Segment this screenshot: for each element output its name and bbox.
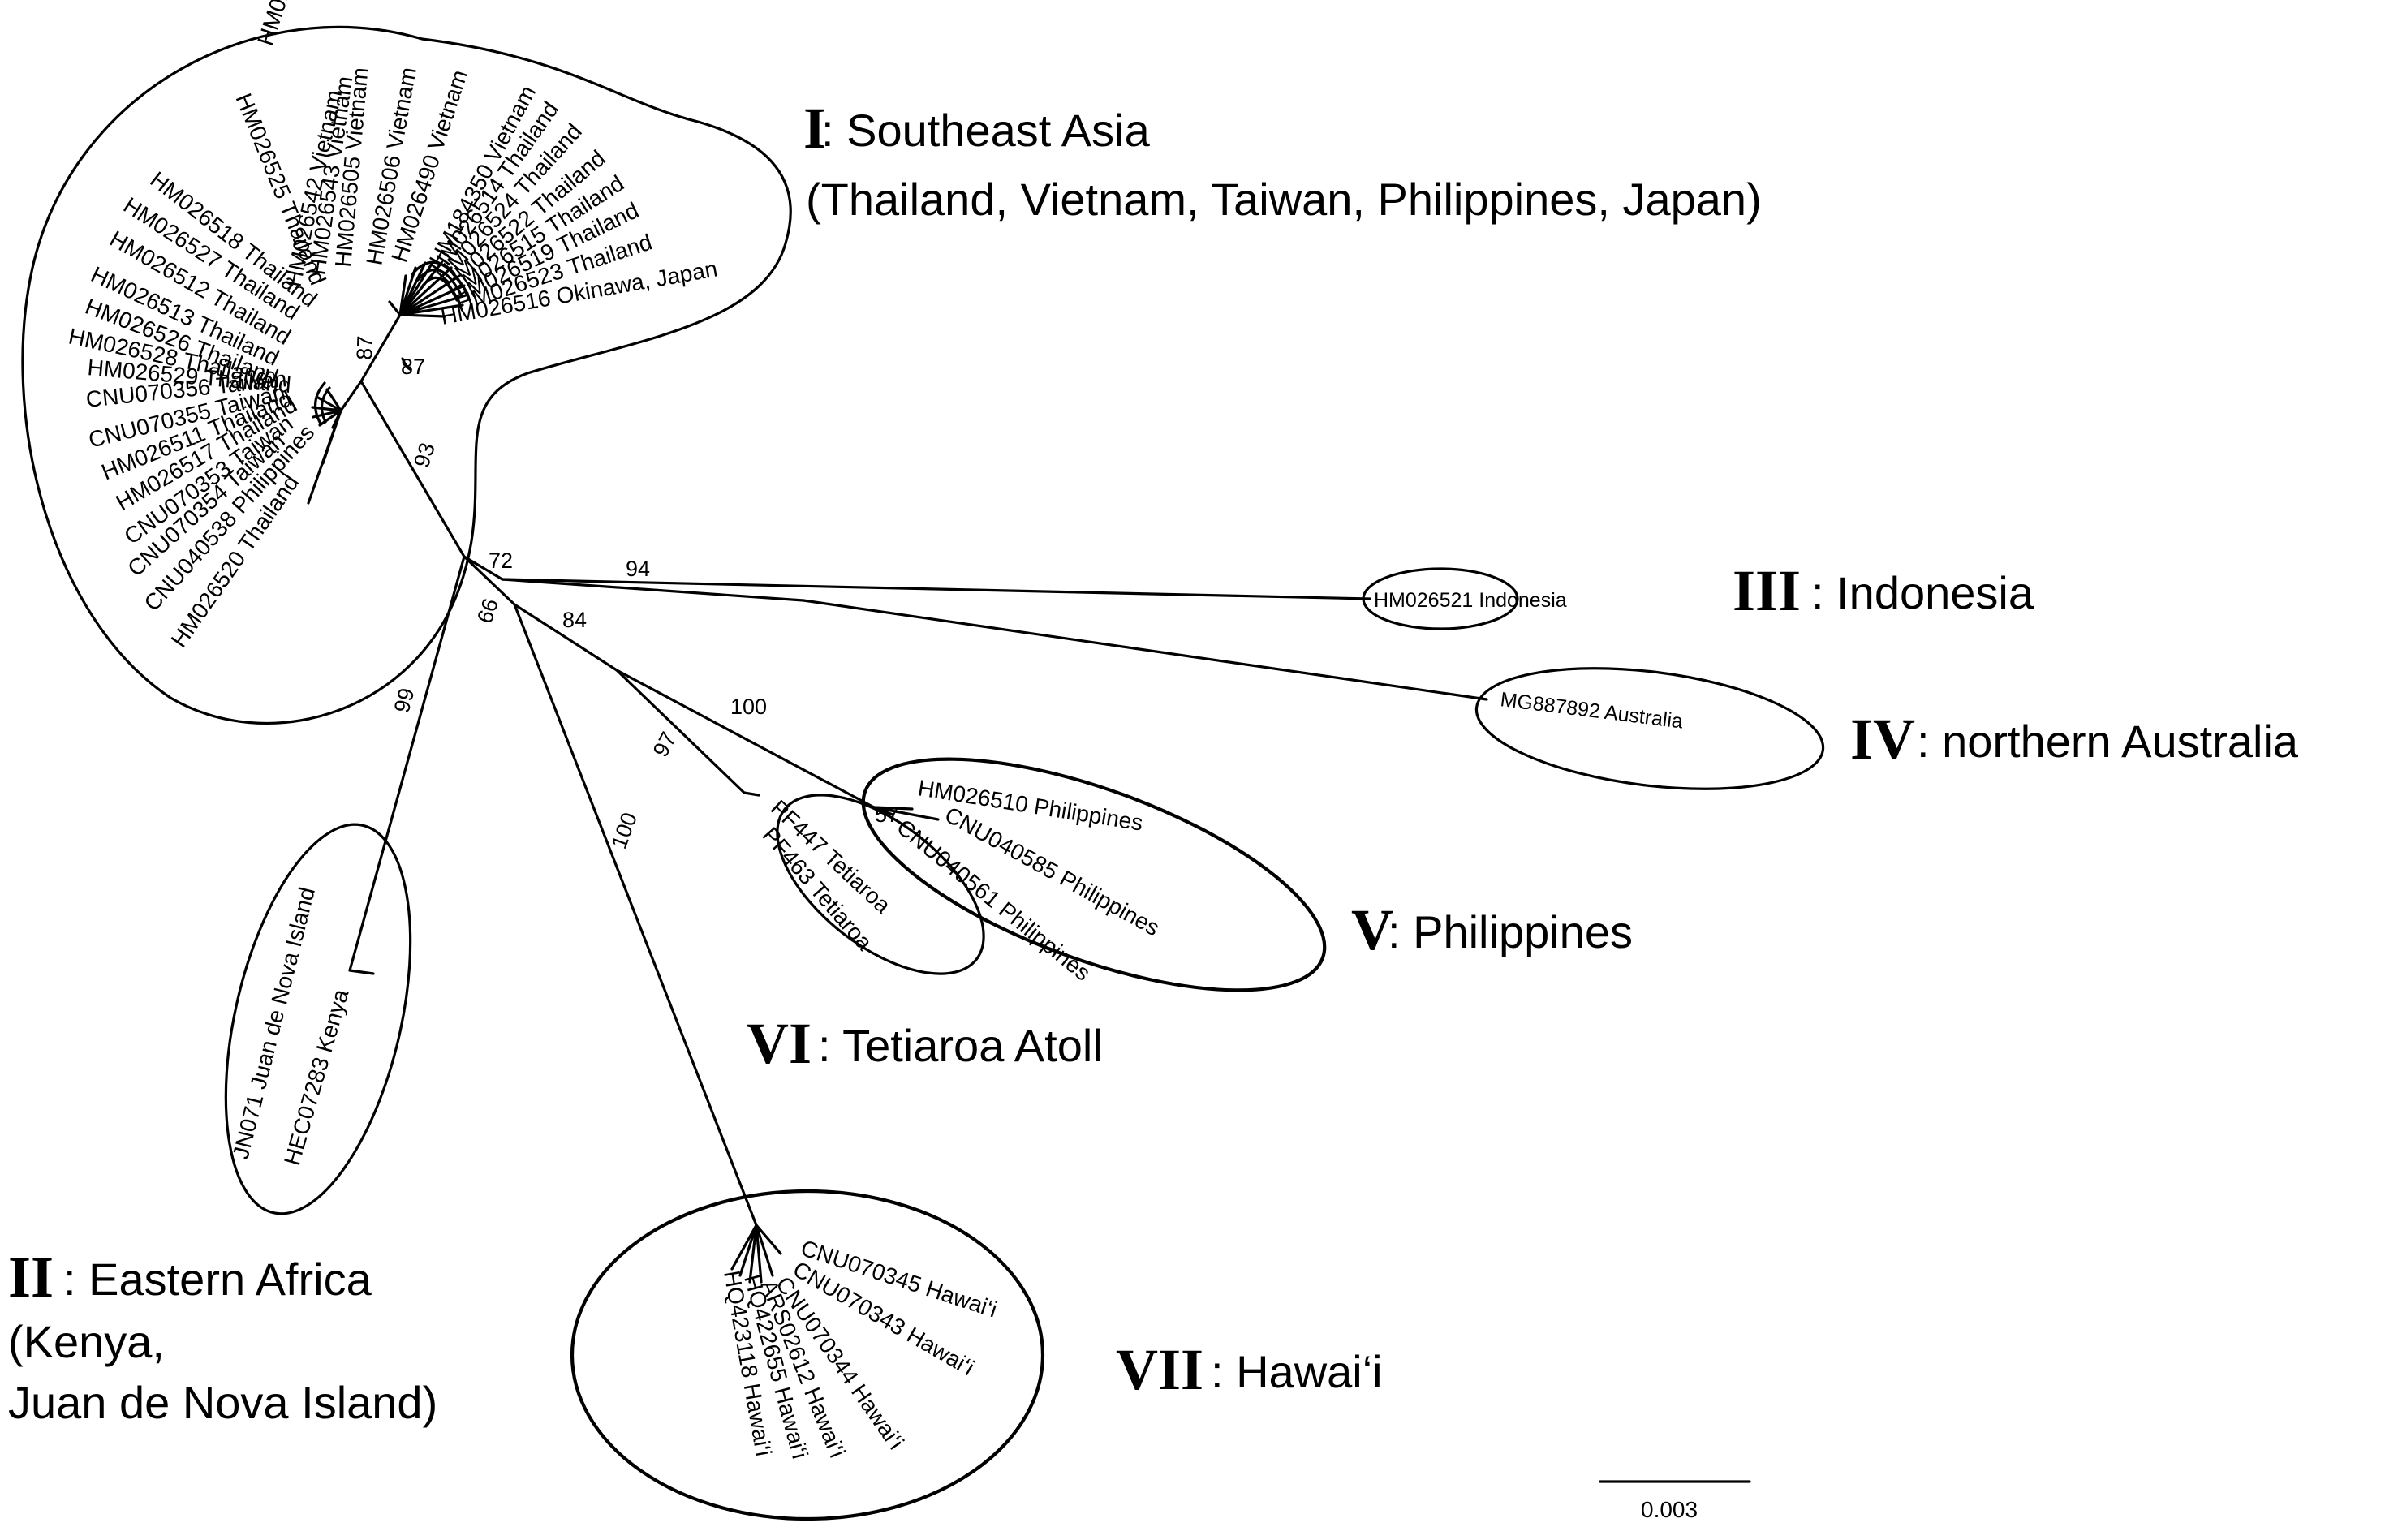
clade-ii-line2: (Kenya, [8, 1316, 165, 1367]
clade-vi-name: : Tetiaroa Atoll [818, 1020, 1103, 1071]
clade-i-countries: (Thailand, Vietnam, Taiwan, Philippines,… [806, 174, 1762, 225]
branch-root-right [463, 555, 516, 606]
bootstrap-asia-upper: 87 [352, 335, 377, 360]
clade-vii-label: VII : Hawai‘i [1116, 1337, 1383, 1402]
bootstrap-hawaii: 100 [606, 809, 642, 852]
asia-upper-fan [388, 260, 468, 371]
clade-ii-name: : Eastern Africa [63, 1254, 372, 1305]
branch-tetiaroa [615, 669, 746, 794]
clade-i-label: I : Southeast Asia (Thailand, Vietnam, T… [803, 96, 1762, 225]
asia-upper-labels: HM026525 Thailand HM026549 Vietnam HM026… [230, 0, 719, 329]
clade-iii-name: : Indonesia [1811, 567, 2034, 618]
branch-australia-b [802, 599, 1488, 701]
branch-root-top [463, 555, 504, 581]
taxon-label-indonesia: HM026521 Indonesia [1374, 589, 1567, 612]
taxon-label: HM026549 Vietnam [252, 0, 338, 49]
clade-vii-numeral: VII [1116, 1337, 1203, 1402]
clade-v-label: V : Philippines [1351, 897, 1633, 962]
tetiaroa-leaves [743, 791, 760, 797]
bootstrap-philippines-stem: 100 [730, 695, 767, 719]
clade-ii-ellipse [224, 823, 412, 1215]
clade-ii-line3: Juan de Nova Island) [8, 1377, 437, 1428]
bootstrap-root-top: 72 [489, 548, 513, 573]
scale-bar-label: 0.003 [1641, 1497, 1698, 1522]
branch-philippines-stem [615, 669, 876, 809]
bootstrap-asia-stem: 93 [409, 440, 440, 471]
bootstrap-asia-lower: 87 [401, 355, 425, 379]
clade-iv-ellipse [1474, 667, 1825, 790]
clade-vii-name: : Hawai‘i [1211, 1346, 1383, 1397]
bootstrap-philippines-inner: 57 [875, 802, 899, 827]
clade-vi-label: VI : Tetiaroa Atoll [747, 1011, 1103, 1076]
clade-iii-ellipse [1362, 567, 1519, 630]
branch-east-node [513, 603, 618, 672]
africa-leaves [348, 969, 375, 975]
bootstrap-africa: 99 [390, 686, 420, 716]
branch-hawaii [513, 603, 758, 1227]
clade-iv-label: IV : northern Australia [1850, 707, 2299, 772]
clade-i-enclosure [21, 25, 792, 725]
taxon-label-africa-2: HEC07283 Kenya [279, 986, 354, 1168]
branch-asia-lower [339, 380, 363, 412]
scale-bar: 0.003 [1599, 1480, 1751, 1522]
clade-vi-ellipse [776, 794, 985, 975]
clade-i-numeral: I [803, 96, 826, 161]
bootstrap-indonesia: 94 [626, 557, 650, 581]
clade-i-name: : Southeast Asia [821, 105, 1151, 156]
asia-lower-labels: HM026518 Thailand HM026527 Thailand HM02… [67, 166, 322, 652]
clade-vii-ellipse [570, 1189, 1045, 1521]
taxon-label-australia: MG887892 Australia [1499, 688, 1684, 733]
clade-v-ellipse [861, 757, 1327, 992]
bootstrap-root-left: 66 [472, 596, 503, 626]
asia-lower-fan [307, 381, 342, 505]
clade-v-numeral: V [1351, 897, 1393, 962]
clade-v-name: : Philippines [1388, 906, 1633, 957]
clade-vi-numeral: VI [747, 1011, 812, 1076]
clade-iii-numeral: III [1733, 558, 1801, 623]
bootstrap-east-node: 84 [562, 608, 587, 632]
hawaii-leaves [730, 1224, 782, 1284]
clade-iv-name: : northern Australia [1917, 716, 2299, 767]
clade-ii-numeral: II [8, 1245, 54, 1310]
branch-indonesia [501, 578, 1371, 600]
philippines-inner-branches [872, 806, 940, 821]
bootstrap-tetiaroa: 97 [648, 728, 682, 761]
branch-asia-upper [359, 313, 402, 383]
clade-ii-label: II : Eastern Africa (Kenya, Juan de Nova… [8, 1245, 437, 1428]
clade-iv-numeral: IV [1850, 707, 1915, 772]
branch-asia-stem [359, 380, 466, 558]
clade-iii-label: III : Indonesia [1733, 558, 2034, 623]
branch-australia-a [501, 578, 805, 602]
branch-africa [348, 555, 466, 972]
tree-branches [339, 313, 1488, 1227]
